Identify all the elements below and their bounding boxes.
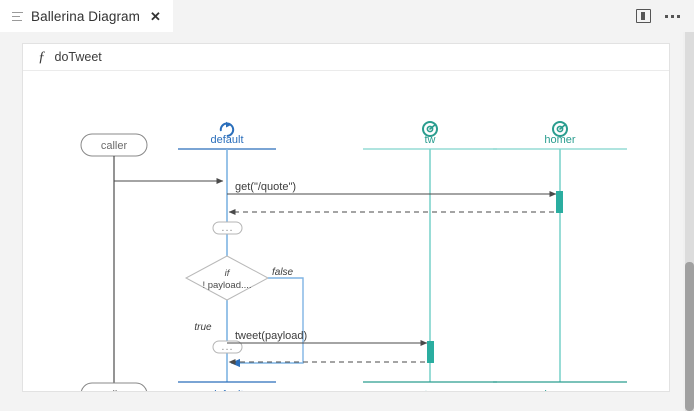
collapsed-block-2-label: ... xyxy=(221,341,233,353)
caller-box-bottom[interactable] xyxy=(80,382,148,392)
homer-label-top: homer xyxy=(544,134,576,146)
function-name: doTweet xyxy=(54,50,102,64)
editor-area: ƒ doTweet cal xyxy=(0,32,694,411)
caller-label-bottom: caller xyxy=(101,389,128,392)
tab-title: Ballerina Diagram xyxy=(31,8,140,24)
collapsed-block-1-label: ... xyxy=(221,222,233,234)
if-diamond[interactable] xyxy=(184,255,270,301)
tw-activation-1 xyxy=(427,341,434,363)
loop-icon xyxy=(219,121,235,137)
caller-label-top: caller xyxy=(101,140,128,152)
function-icon: ƒ xyxy=(38,48,46,65)
participant-caller[interactable]: caller caller xyxy=(80,133,148,392)
participant-tw[interactable]: tw tw xyxy=(363,121,497,392)
tab-ballerina-diagram[interactable]: Ballerina Diagram ✕ xyxy=(0,0,173,32)
homer-label-bottom: homer xyxy=(544,389,576,392)
more-actions-icon[interactable] xyxy=(665,14,680,18)
diagram-header: ƒ doTweet xyxy=(23,44,669,71)
default-label-top: default xyxy=(210,134,243,146)
default-label-bottom: default xyxy=(210,389,243,392)
endpoint-icon-homer xyxy=(552,121,568,137)
if-expression: ! payload.... xyxy=(202,280,251,291)
message-label-2: tweet(payload) xyxy=(235,330,307,342)
if-keyword: if xyxy=(225,268,231,279)
scrollbar-thumb[interactable] xyxy=(685,262,694,411)
tw-label-top: tw xyxy=(425,134,436,146)
diagram-panel: ƒ doTweet cal xyxy=(22,43,670,392)
close-icon[interactable]: ✕ xyxy=(150,8,161,24)
tw-label-bottom: tw xyxy=(425,389,436,392)
tab-bar-spacer xyxy=(173,0,636,32)
true-branch-label: true xyxy=(194,322,212,333)
file-lines-icon xyxy=(12,11,23,21)
collapsed-block-2[interactable]: ... xyxy=(212,340,243,354)
collapsed-block-1[interactable]: ... xyxy=(212,221,243,235)
homer-activation-1 xyxy=(556,191,563,213)
message-label-1: get("/quote") xyxy=(235,181,296,193)
collapsed-block-1-bg[interactable] xyxy=(212,221,243,235)
vertical-scrollbar[interactable] xyxy=(683,32,694,411)
false-branch-label: false xyxy=(272,267,294,278)
if-condition[interactable]: if ! payload.... false true xyxy=(184,255,304,368)
collapsed-block-2-bg[interactable] xyxy=(212,340,243,354)
sequence-diagram-canvas[interactable]: caller caller default defaul xyxy=(23,71,669,392)
tab-bar: Ballerina Diagram ✕ xyxy=(0,0,694,32)
false-branch-path xyxy=(230,277,304,368)
tab-bar-actions xyxy=(636,0,694,32)
message-get-quote[interactable]: get("/quote") xyxy=(227,181,563,215)
endpoint-icon-tw xyxy=(422,121,438,137)
scrollbar-track[interactable] xyxy=(685,32,694,411)
message-tweet-payload[interactable]: tweet(payload) xyxy=(227,330,434,365)
participant-homer[interactable]: homer homer xyxy=(493,121,627,392)
split-editor-icon[interactable] xyxy=(636,9,651,23)
